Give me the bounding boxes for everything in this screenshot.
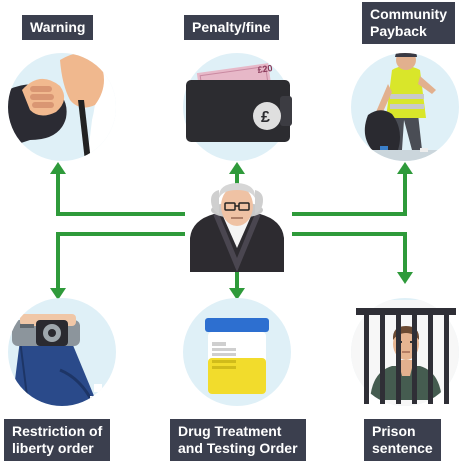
label-community-payback: Community Payback [362, 2, 455, 44]
arrowhead-penalty [229, 162, 245, 174]
currency-symbol: £ [261, 109, 270, 126]
arrow-to-warning [56, 172, 185, 216]
label-warning: Warning [22, 15, 94, 40]
judge-illustration [190, 183, 284, 272]
arrowhead-drug [229, 288, 245, 300]
label-community-text: Community Payback [370, 6, 447, 39]
arrow-to-community [292, 172, 407, 216]
label-prison-text: Prison sentence [372, 423, 433, 456]
label-prison-sentence: Prison sentence [364, 419, 441, 461]
community-illustration [351, 53, 459, 161]
drug-illustration [183, 298, 291, 406]
warning-illustration [8, 53, 116, 161]
label-penalty-fine: Penalty/fine [184, 15, 279, 40]
label-warning-text: Warning [30, 19, 86, 35]
arrow-to-restriction [56, 232, 185, 290]
arrowhead-restriction [50, 288, 66, 300]
banknote-text: £20 [257, 63, 273, 75]
arrowhead-warning [50, 162, 66, 174]
penalty-illustration: £20 £ [183, 53, 292, 161]
arrowhead-community [397, 162, 413, 174]
arrow-to-prison [292, 232, 407, 274]
label-restriction-text: Restriction of liberty order [12, 423, 103, 456]
label-penalty-text: Penalty/fine [192, 19, 271, 35]
label-restriction-of-liberty: Restriction of liberty order [4, 419, 111, 461]
prison-illustration [351, 298, 459, 406]
label-drug-treatment: Drug Treatment and Testing Order [170, 419, 306, 461]
arrowhead-prison [397, 272, 413, 284]
arrows [56, 172, 407, 290]
restriction-illustration [8, 298, 116, 406]
arrowheads [50, 162, 413, 300]
label-drug-text: Drug Treatment and Testing Order [178, 423, 298, 456]
